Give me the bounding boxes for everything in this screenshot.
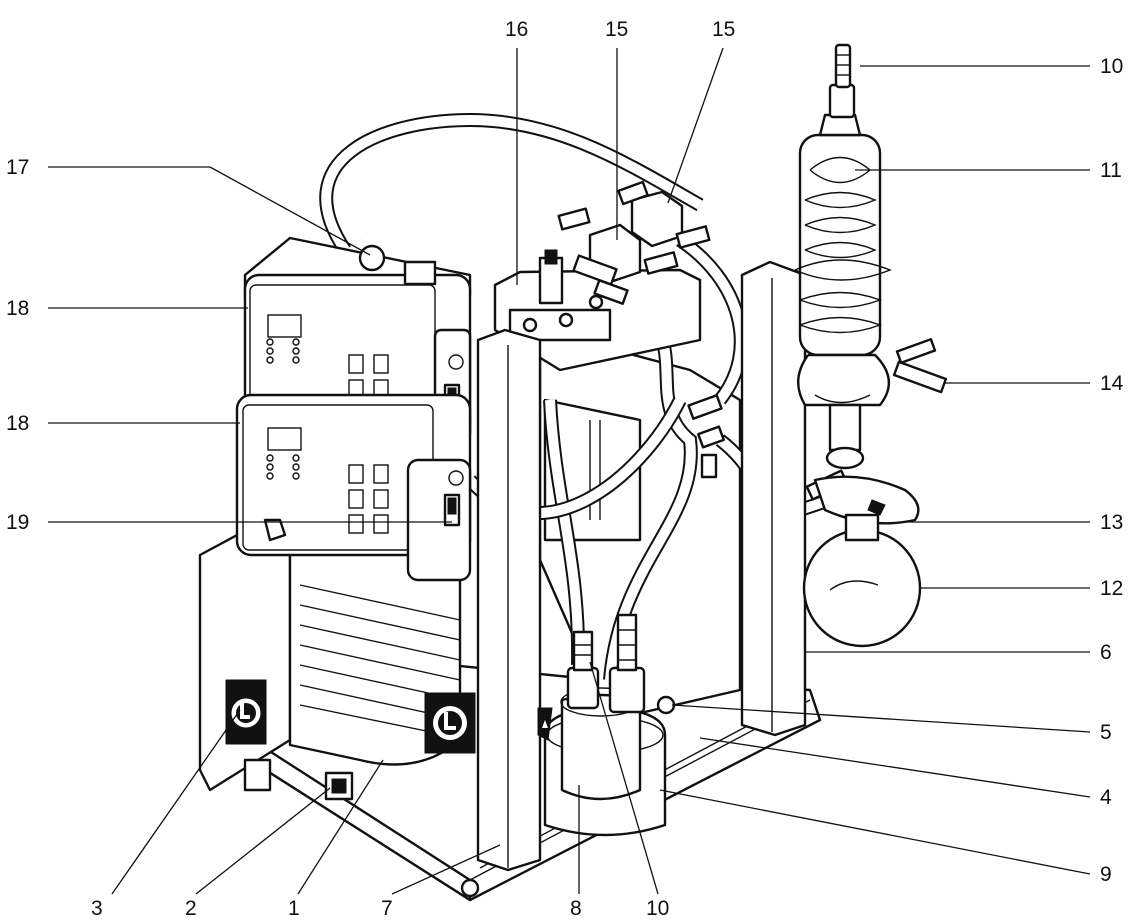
valve-block: [493, 249, 702, 372]
callout-15-right: 15: [712, 18, 735, 41]
callout-3: 3: [91, 897, 103, 920]
callout-10-bottom: 10: [646, 897, 669, 920]
pillar-rear: [740, 260, 807, 737]
callout-11: 11: [1100, 159, 1122, 182]
pump-body: [538, 328, 742, 722]
callout-2: 2: [185, 897, 197, 920]
callout-13: 13: [1100, 511, 1123, 534]
callout-9: 9: [1100, 863, 1112, 886]
hose-loops: [319, 112, 833, 681]
motor-housing: [198, 518, 292, 792]
callout-16: 16: [505, 18, 528, 41]
callout-5: 5: [1100, 721, 1112, 744]
condenser: [794, 43, 948, 501]
callout-12: 12: [1100, 577, 1123, 600]
callout-7: 7: [381, 897, 393, 920]
controller-lower: [235, 393, 472, 582]
callout-15-left: 15: [605, 18, 628, 41]
callout-10-top: 10: [1100, 55, 1123, 78]
pillar-front: [476, 328, 542, 872]
nozzles: [566, 613, 646, 714]
callout-17: 17: [6, 156, 29, 179]
callout-6: 6: [1100, 641, 1112, 664]
callout-14: 14: [1100, 372, 1124, 395]
callout-labels: 10 11 14 13 12 6 5 4 9 17 18 18 19 16 15…: [6, 18, 1124, 920]
callout-19: 19: [6, 511, 29, 534]
callout-18-lower: 18: [6, 412, 29, 435]
round-flask: [802, 513, 922, 648]
fittings: [557, 180, 725, 479]
callout-18-upper: 18: [6, 297, 29, 320]
knob: [656, 695, 676, 715]
pump-illustration: [198, 43, 948, 902]
callout-4: 4: [1100, 786, 1112, 809]
leader-lines: [48, 47, 1091, 895]
callout-8: 8: [570, 897, 582, 920]
callout-1: 1: [288, 897, 300, 920]
separator-cup: [537, 687, 667, 837]
